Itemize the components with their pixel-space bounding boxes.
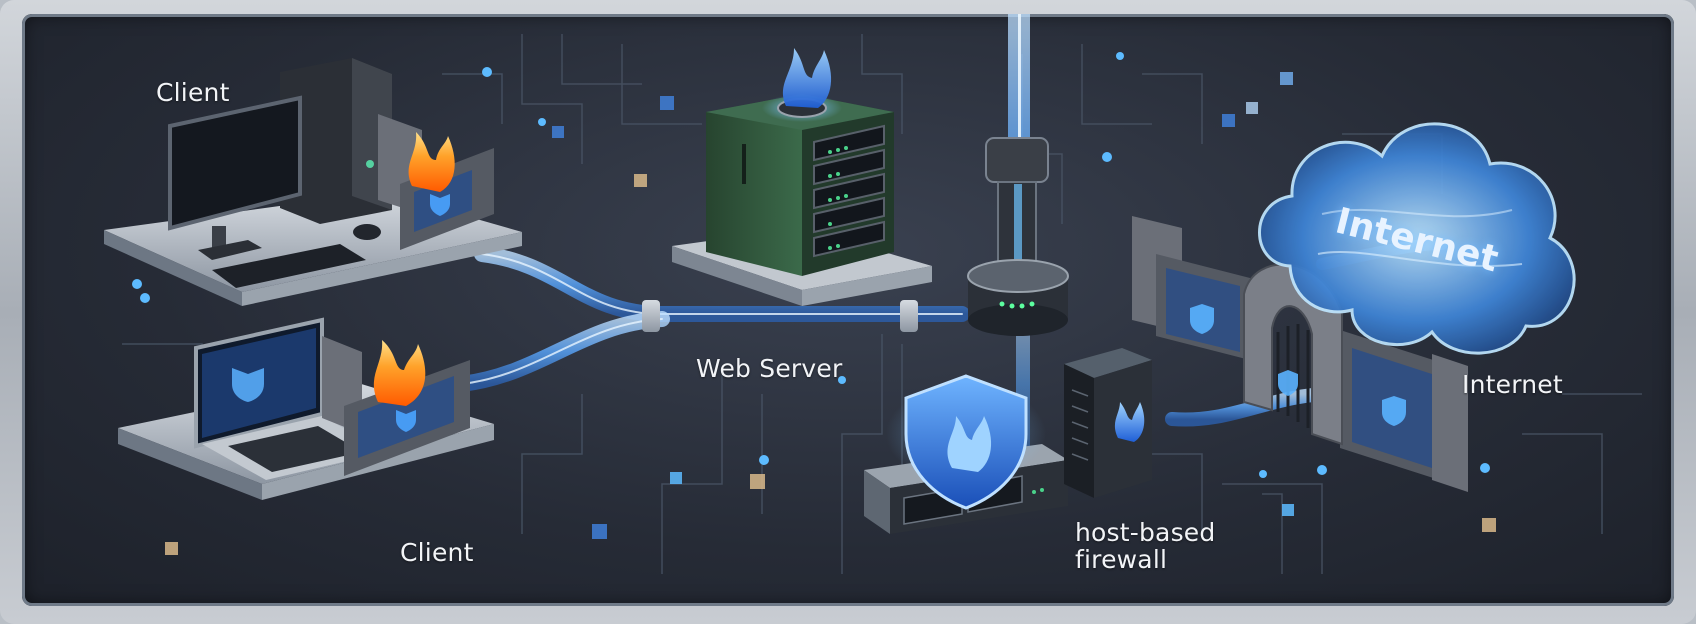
cable-client-bottom (462, 319, 662, 384)
internet-label: Internet (1462, 370, 1563, 399)
network-diagram (22, 14, 1674, 606)
client-top-label: Client (156, 78, 230, 107)
server-rack-icon (672, 94, 932, 306)
web-server-label: Web Server (696, 354, 842, 383)
burner-flame-icon (762, 48, 842, 122)
host-based-firewall-label-line1: host-based (1075, 519, 1235, 546)
client-bottom-label: Client (400, 538, 474, 567)
tower-server-icon (1064, 348, 1152, 498)
flame-icon (374, 340, 425, 406)
router-tower-icon (968, 138, 1068, 336)
diagram-panel: Client Client Web Server Internet Intern… (22, 14, 1674, 606)
host-based-firewall-label: host-based firewall (1075, 519, 1235, 573)
firewall-wall-icon (322, 336, 470, 476)
host-based-firewall-label-line2: firewall (1075, 546, 1235, 573)
cable-connector (642, 300, 660, 332)
cable-connector (900, 300, 918, 332)
